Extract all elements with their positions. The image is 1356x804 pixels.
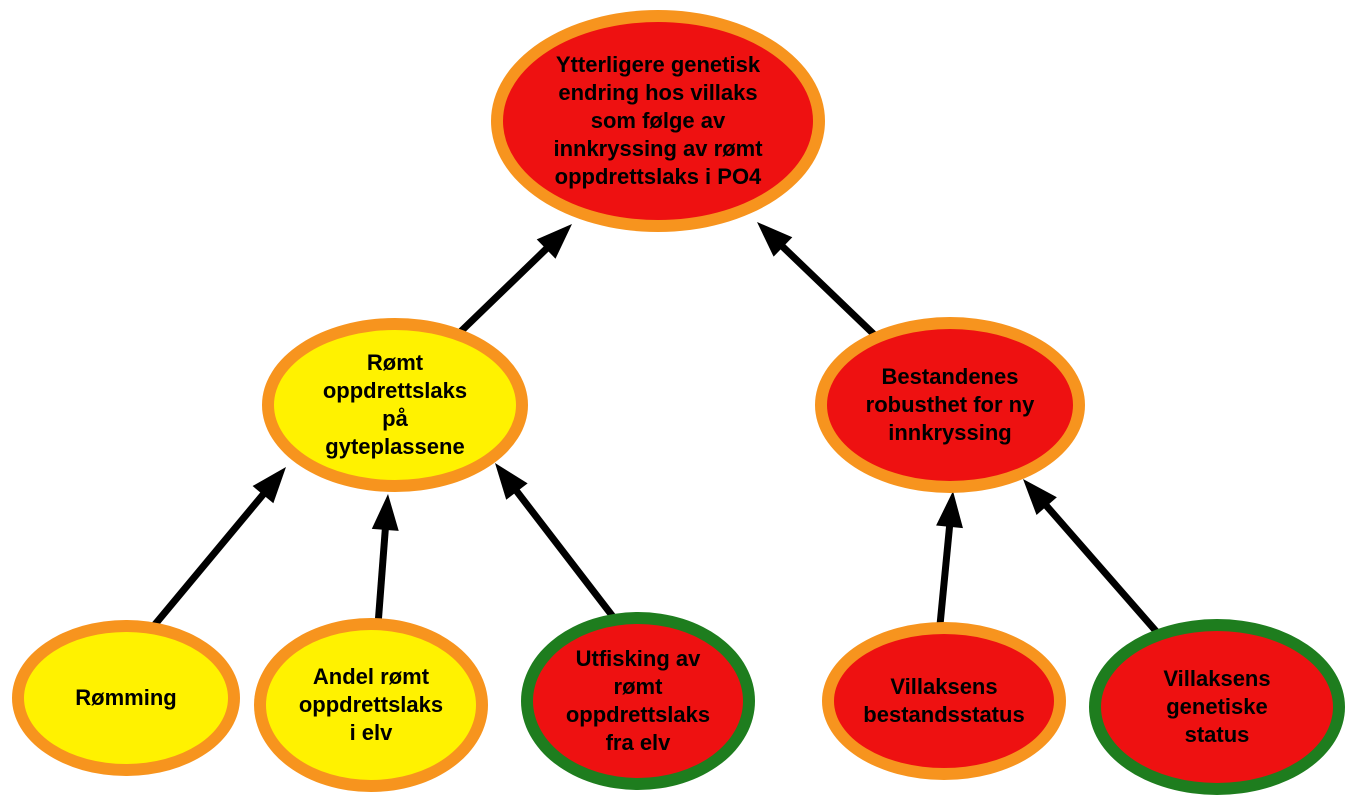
arrowhead-icon	[495, 463, 528, 500]
arrowhead-icon	[757, 222, 793, 257]
node-label: Rømt oppdrettslaks på gyteplassene	[322, 350, 468, 459]
arrowhead-icon	[252, 467, 286, 504]
edge-line	[778, 242, 887, 347]
node-label: Villaksens bestandsstatus	[863, 674, 1025, 727]
arrowhead-icon	[371, 494, 399, 531]
edge-spawning-grounds-to-top-outcome	[449, 224, 572, 343]
node-top-outcome: Ytterligere genetisk endring hos villaks…	[491, 10, 825, 232]
node-label: Andel rømt oppdrettslaks i elv	[298, 664, 444, 745]
edge-proportion-in-river-to-spawning-grounds	[371, 494, 399, 626]
edge-genetic-status-to-robustness	[1023, 479, 1165, 641]
edge-line	[149, 490, 268, 631]
edge-removal-fishing-to-spawning-grounds	[495, 463, 617, 621]
edge-robustness-to-top-outcome	[757, 222, 887, 347]
arrowhead-icon	[1023, 479, 1057, 515]
node-genetic-status: Villaksens genetiske status	[1089, 619, 1345, 795]
edge-line	[374, 526, 389, 626]
node-removal-fishing: Utfisking av rømt oppdrettslaks fra elv	[521, 612, 755, 790]
node-label: Rømming	[75, 685, 177, 711]
arrowhead-icon	[936, 491, 963, 529]
node-label: Villaksens genetiske status	[1163, 666, 1271, 747]
edge-line	[512, 487, 617, 621]
node-spawning-grounds: Rømt oppdrettslaks på gyteplassene	[262, 318, 528, 492]
edge-line	[449, 244, 551, 343]
node-label: Bestandenes robusthet for ny innkryssing	[865, 364, 1035, 445]
node-proportion-in-river: Andel rømt oppdrettslaks i elv	[254, 618, 488, 792]
edge-line	[1042, 501, 1165, 641]
edge-population-status-to-robustness	[936, 491, 963, 626]
edge-escape-to-spawning-grounds	[149, 467, 286, 631]
node-escape: Rømming	[12, 620, 240, 776]
node-label: Ytterligere genetisk endring hos villaks…	[553, 52, 763, 189]
node-robustness: Bestandenes robusthet for ny innkryssing	[815, 317, 1085, 493]
edge-line	[936, 523, 954, 626]
node-population-status: Villaksens bestandsstatus	[822, 622, 1066, 780]
node-label: Utfisking av rømt oppdrettslaks fra elv	[565, 646, 711, 755]
arrowhead-icon	[536, 224, 572, 259]
